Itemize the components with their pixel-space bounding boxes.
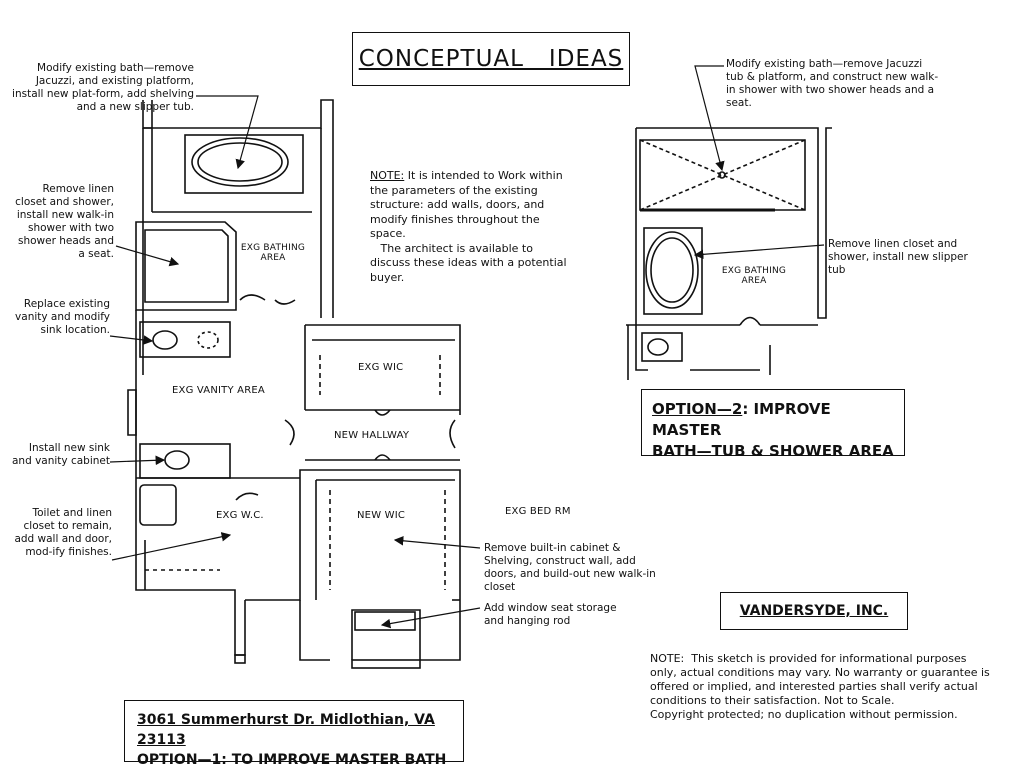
note-install-sink: Install new sink and vanity cabinet (11, 442, 110, 467)
label-exg-vanity-area: EXG VANITY AREA (172, 385, 265, 396)
option2-title-ul: OPTION—2 (652, 400, 743, 418)
title-box: CONCEPTUAL IDEAS (352, 32, 630, 86)
label-new-hallway: NEW HALLWAY (334, 430, 410, 441)
note-new-wic: Remove built-in cabinet & Shelving, cons… (484, 542, 656, 593)
option2-label-bathing: EXG BATHING AREA (721, 266, 787, 286)
company-box: VANDERSYDE, INC. (720, 592, 908, 630)
center-note-line2: The architect is available to discuss th… (370, 241, 567, 284)
note-window-seat: Add window seat storage and hanging rod (484, 602, 617, 627)
label-exg-bed-rm: EXG BED RM (505, 506, 571, 517)
page-title: CONCEPTUAL IDEAS (358, 46, 624, 72)
disclaimer-label: NOTE: (650, 652, 685, 665)
option2-note-mid: Remove linen closet and shower, install … (828, 238, 968, 276)
company-name: VANDERSYDE, INC. (739, 603, 889, 619)
note-remove-linen: Remove linen closet and shower, install … (15, 183, 114, 260)
address-box: 3061 Summerhurst Dr. Midlothian, VA 2311… (124, 700, 464, 768)
disclaimer-text: This sketch is provided for informationa… (650, 652, 990, 707)
center-note-line1: It is intended to Work within the parame… (370, 169, 563, 240)
option1-title: OPTION—1: TO IMPROVE MASTER BATH (137, 752, 447, 768)
plan-option-2 (626, 127, 832, 380)
center-note: NOTE: It is intended to Work within the … (370, 169, 570, 285)
label-exg-wc: EXG W.C. (216, 510, 264, 521)
note-toilet-linen: Toilet and linen closet to remain, add w… (14, 507, 112, 558)
label-exg-wic: EXG WIC (358, 362, 404, 373)
disclaimer-copyright: Copyright protected; no duplication with… (650, 708, 958, 721)
label-new-wic: NEW WIC (357, 510, 406, 521)
option2-title-box: OPTION—2: IMPROVE MASTER BATH—TUB & SHOW… (641, 389, 905, 460)
note-modify-bath: Modify existing bath—remove Jacuzzi, and… (12, 62, 194, 113)
option2-note-top: Modify existing bath—remove Jacuzzi tub … (726, 58, 939, 109)
note-replace-vanity: Replace existing vanity and modify sink … (15, 298, 110, 336)
address-line: 3061 Summerhurst Dr. Midlothian, VA 2311… (137, 712, 435, 748)
disclaimer-note: NOTE: This sketch is provided for inform… (650, 652, 990, 722)
label-exg-bathing-area: EXG BATHING AREA (240, 243, 306, 263)
leader-arrows (109, 65, 825, 629)
option2-title-rest: : IMPROVE MASTER (652, 400, 831, 439)
option2-title-line2: BATH—TUB & SHOWER AREA (652, 442, 894, 460)
center-note-label: NOTE: (370, 169, 405, 182)
